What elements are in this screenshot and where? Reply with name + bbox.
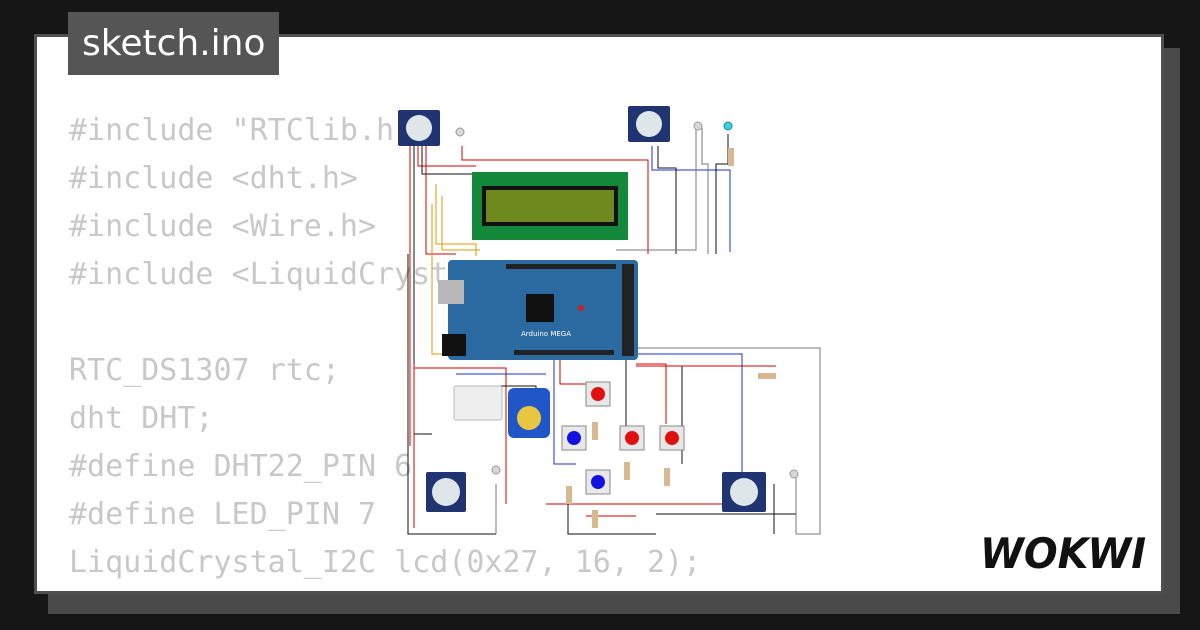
pir-sensor: [398, 110, 440, 146]
code-line: #define DHT22_PIN 6: [69, 449, 413, 484]
brand-name: WOKWI: [980, 529, 1146, 576]
circuit-diagram: Arduino MEGA: [398, 106, 821, 535]
code-line: #define LED_PIN 7: [69, 497, 377, 532]
code-line: #include <Wire.h>: [69, 209, 377, 244]
resistors: [566, 148, 776, 528]
code-line: dht DHT;: [69, 401, 214, 436]
code-line: #include "RTClib.h": [69, 113, 413, 148]
push-buttons: [561, 381, 685, 495]
pir-sensor: [628, 106, 670, 142]
led-indicators: [455, 121, 799, 479]
code-line: #include <dht.h>: [69, 161, 358, 196]
wokwi-logo: WOKWI: [980, 529, 1146, 576]
code-line: LiquidCrystal_I2C lcd(0x27, 16, 2);: [69, 545, 702, 580]
arduino-mega-board: Arduino MEGA: [438, 260, 638, 360]
lcd-display: [472, 172, 628, 240]
code-line: RTC_DS1307 rtc;: [69, 353, 340, 388]
board-label: Arduino MEGA: [521, 330, 571, 338]
pir-sensor: [426, 472, 466, 512]
filename-tab: sketch.ino: [68, 12, 280, 75]
pir-sensor: [722, 472, 766, 512]
dht22-sensor: [453, 385, 503, 421]
rtc-module: [508, 388, 550, 438]
